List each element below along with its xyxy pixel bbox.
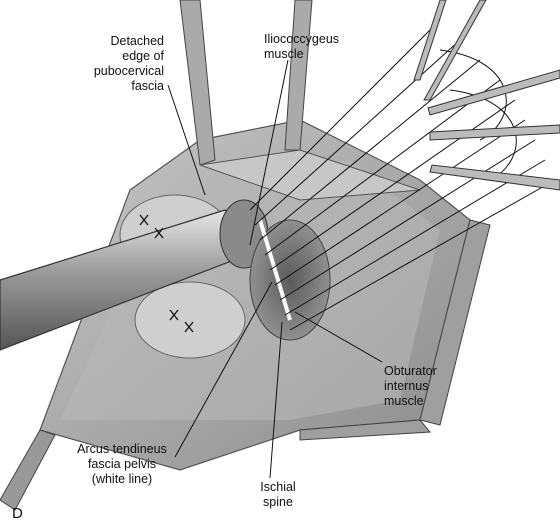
left-sutures — [139, 214, 194, 333]
label-obturator-internus-muscle: Obturator internus muscle — [384, 364, 437, 408]
panel-letter: D — [12, 505, 23, 522]
suture-lines — [249, 19, 556, 331]
hemostats — [413, 0, 560, 191]
bottom-retractor — [0, 429, 56, 511]
label-arcus-tendineus: Arcus tendineus fascia pelvis (white lin… — [77, 442, 167, 486]
white-line — [258, 219, 292, 321]
label-iliococcygeus-muscle: Iliococcygeus muscle — [264, 32, 340, 61]
label-pubocervical-fascia: Detached edge of pubocervical fascia — [93, 34, 164, 93]
leader-lines — [167, 59, 383, 479]
label-ischial-spine: Ischial spine — [260, 480, 296, 509]
right-retractor — [299, 219, 491, 441]
